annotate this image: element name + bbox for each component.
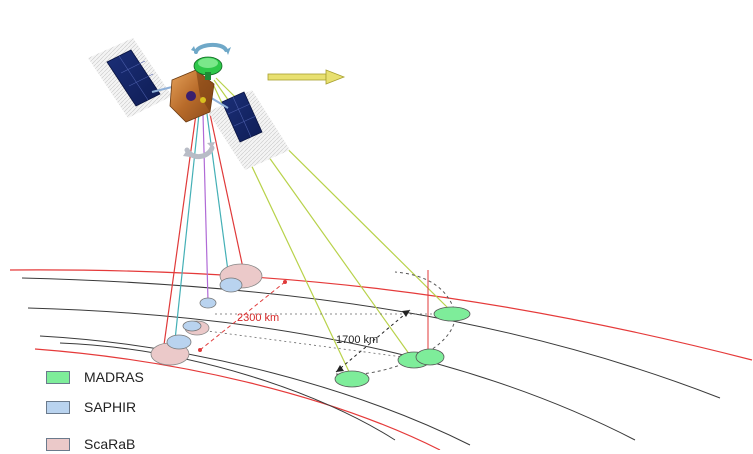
madras-swath-edge-far [21,277,721,399]
scarab-swath-edge-far [9,269,753,361]
instrument-port [200,97,206,103]
scan-rotation-arrow-icon [183,142,215,159]
flight-direction-arrow-icon [267,69,346,85]
saphir-swatch [46,400,70,414]
instrument-legend: MADRAS SAPHIR ScaRaB [46,360,246,452]
swath-guides [198,270,456,376]
satellite-body-side [196,70,214,112]
rotation-arrow-icon [191,43,231,55]
instrument-port [186,91,196,101]
scarab-swath-label: 2300 km [237,312,279,324]
legend-item-saphir: SAPHIR [46,397,136,417]
ground-tracks [9,269,753,450]
legend-item-scarab: ScaRaB [46,434,135,454]
madras-swath-arrowhead [336,365,344,372]
footprints [150,263,471,388]
saphir-footprint [182,320,202,332]
diagonal-dotted-guide [199,329,411,359]
swath-marker-dot [198,348,202,352]
beam-saphir-left [174,113,200,341]
beam-scarab-left [162,113,197,353]
beam-scarab-right [209,113,244,269]
scarab-swath-edge-near [34,348,441,450]
scarab-swatch [46,437,70,451]
madras-swath-label: 1700 km [336,334,378,346]
legend-label-madras: MADRAS [84,369,144,385]
saphir-swath-edge-near [39,335,471,446]
madras-footprint [334,370,370,388]
madras-footprint [433,306,471,322]
madras-scan-arc [335,271,456,376]
saphir-swath-edge-far [27,307,636,441]
madras-swatch [46,370,70,384]
swath-marker-dot [283,280,287,284]
saphir-footprint [166,334,192,350]
legend-item-madras: MADRAS [46,367,144,387]
madras-swath-edge-near [59,342,396,441]
madras-cross-track-line [335,309,411,373]
satellite-icon [88,38,290,170]
madras-swath-arrowhead [402,310,410,317]
legend-label-scarab: ScaRaB [84,436,136,452]
instrument-beams [162,77,453,379]
distance-arrows [336,310,410,372]
legend-label-saphir: SAPHIR [84,399,137,415]
saphir-footprint [199,297,217,309]
madras-footprint [415,348,445,366]
beam-nadir [202,113,209,302]
saphir-footprint [219,277,243,293]
